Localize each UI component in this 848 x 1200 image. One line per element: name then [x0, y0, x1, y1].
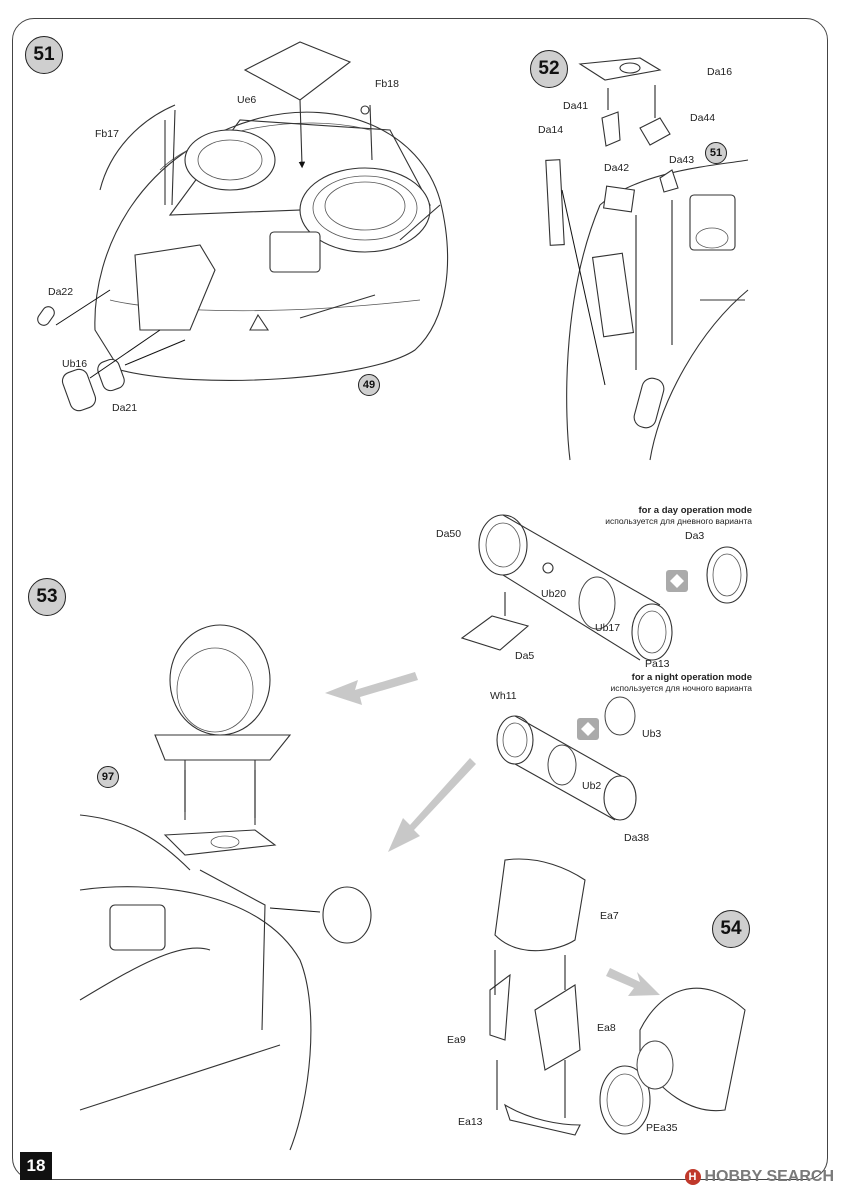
turret-dome-drawing: [94, 104, 449, 381]
watermark-text: HOBBY SEARCH: [704, 1168, 835, 1185]
step-number-53: 53: [28, 578, 66, 616]
part-label-da21: Da21: [112, 402, 138, 414]
part-label-ea8: Ea8: [597, 1022, 616, 1034]
step54-drawing: [489, 858, 746, 1136]
day-mode-note-en: for a day operation mode: [638, 505, 753, 516]
ref-step-51: 51: [705, 142, 727, 164]
part-label-fb18: Fb18: [375, 78, 399, 90]
part-label-ea9: Ea9: [447, 1034, 466, 1046]
part-label-ue6: Ue6: [237, 94, 257, 106]
watermark: H HOBBY SEARCH: [684, 1168, 835, 1186]
part-label-ea13: Ea13: [458, 1116, 483, 1128]
sight-housing-day: [460, 514, 748, 661]
part-ue6: [243, 41, 352, 101]
part-label-da50: Da50: [436, 528, 462, 540]
part-label-da38: Da38: [624, 832, 650, 844]
part-label-ub3: Ub3: [642, 728, 662, 740]
part-label-wh11: Wh11: [490, 690, 517, 702]
part-label-da44: Da44: [690, 112, 716, 124]
night-mode-note: for a night operation mode используется …: [611, 672, 752, 693]
step-number-54: 54: [712, 910, 750, 948]
day-mode-note: for a day operation mode используется дл…: [605, 505, 752, 526]
part-label-da14: Da14: [538, 124, 564, 136]
ref-step-97: 97: [97, 766, 119, 788]
part-label-da22: Da22: [48, 286, 74, 298]
page-border: [12, 18, 828, 1180]
part-label-da43: Da43: [669, 154, 695, 166]
part-label-da41: Da41: [563, 100, 589, 112]
page-number: 18: [20, 1152, 52, 1180]
part-label-da42: Da42: [604, 162, 630, 174]
sight-housing-night: [496, 696, 637, 821]
part-label-pea35: PEa35: [646, 1122, 678, 1134]
step-number-52: 52: [530, 50, 568, 88]
night-mode-note-en: for a night operation mode: [631, 672, 752, 683]
watermark-logo-icon: H: [684, 1169, 701, 1185]
part-label-ub20: Ub20: [541, 588, 567, 600]
part-label-da3: Da3: [685, 530, 705, 542]
part-label-da16: Da16: [707, 66, 733, 78]
step52-drawing: [566, 159, 749, 461]
part-label-ea7: Ea7: [600, 910, 619, 922]
ref-step-49: 49: [358, 374, 380, 396]
part-label-fb17: Fb17: [95, 128, 119, 140]
part-label-da5: Da5: [515, 650, 535, 662]
part-label-ub16: Ub16: [62, 358, 88, 370]
part-label-pa13: Pa13: [645, 658, 670, 670]
day-mode-note-ru: используется для дневного варианта: [605, 516, 752, 526]
part-label-ub2: Ub2: [582, 780, 602, 792]
night-mode-note-ru: используется для ночного варианта: [610, 683, 752, 693]
step53-drawing: [79, 624, 372, 1151]
step-number-51: 51: [25, 36, 63, 74]
part-label-ub17: Ub17: [595, 622, 621, 634]
